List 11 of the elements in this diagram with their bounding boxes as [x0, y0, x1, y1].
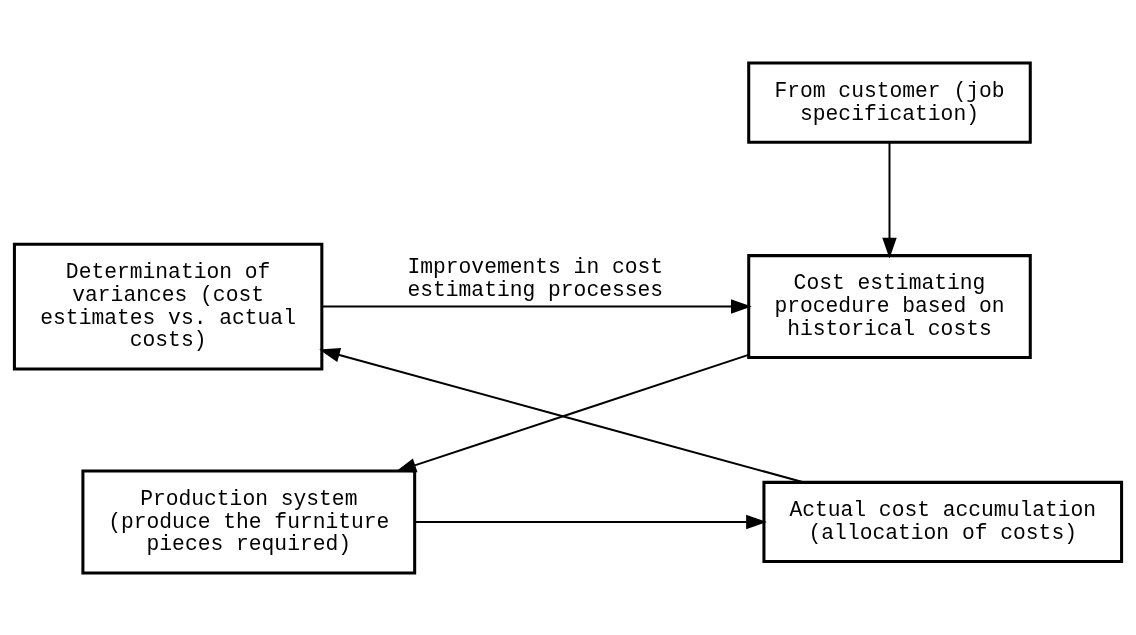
arrow [882, 140, 897, 259]
arrow [413, 514, 767, 529]
node-box: Production system (produce the furniture pieces required) [81, 468, 417, 574]
arrow [395, 353, 750, 472]
arrow [319, 347, 805, 483]
node-box: From customer (job specification) [747, 61, 1032, 144]
arrow [321, 298, 752, 314]
node-box: Cost estimating procedure based on historical costs [747, 253, 1032, 359]
node-box: Determination of variances (cost estimates vs. actual costs) [12, 242, 324, 370]
node-box: Actual cost accumulation (allocation of costs) [762, 480, 1124, 563]
edge-label: Improvements in cost estimating processes [407, 254, 664, 302]
